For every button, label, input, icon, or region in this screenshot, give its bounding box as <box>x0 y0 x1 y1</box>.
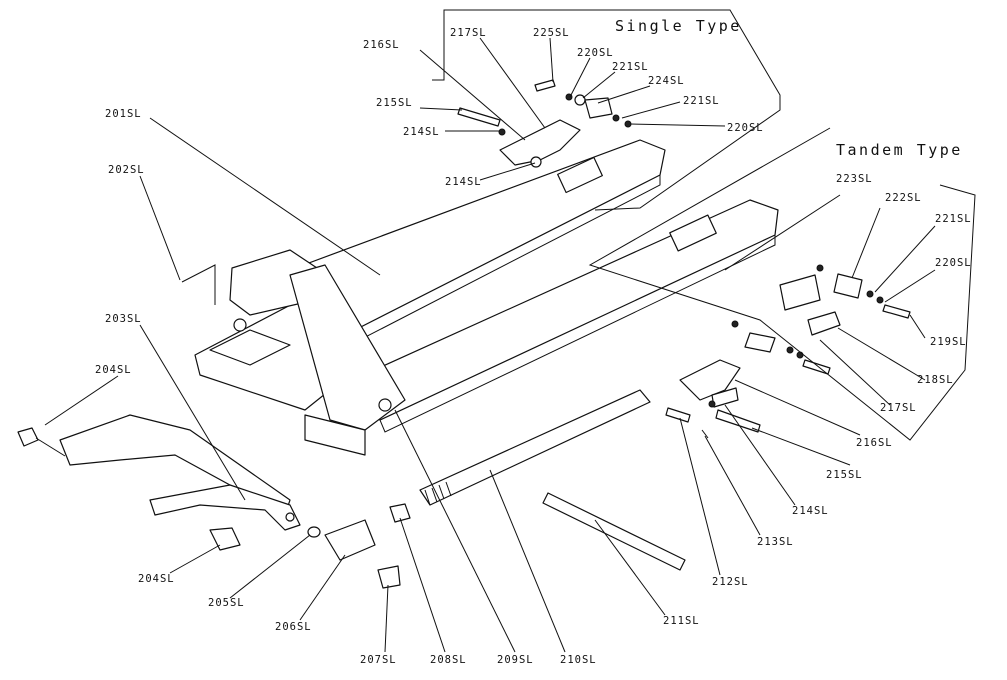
label-207sl: 207SL <box>360 654 397 666</box>
label-203sl: 203SL <box>105 313 142 325</box>
label-215sl-tandem: 215SL <box>826 469 863 481</box>
label-225sl: 225SL <box>533 27 570 39</box>
label-206sl: 206SL <box>275 621 312 633</box>
label-220sl-single-bottom: 220SL <box>727 122 764 134</box>
label-221sl-tandem: 221SL <box>935 213 972 225</box>
pallet-frame <box>194 139 779 456</box>
label-220sl-tandem: 220SL <box>935 257 972 269</box>
part-labels: 201SL 202SL 203SL 204SL 204SL 205SL 206S… <box>95 27 972 666</box>
label-204sl-lower: 204SL <box>138 573 175 585</box>
label-209sl: 209SL <box>497 654 534 666</box>
label-205sl: 205SL <box>208 597 245 609</box>
title-tandem-type: Tandem Type <box>836 141 963 159</box>
title-single-type: Single Type <box>615 17 742 35</box>
label-214sl-single-bottom: 214SL <box>445 176 482 188</box>
label-217sl-tandem: 217SL <box>880 402 917 414</box>
label-212sl: 212SL <box>712 576 749 588</box>
label-214sl-single-top: 214SL <box>403 126 440 138</box>
label-202sl: 202SL <box>108 164 145 176</box>
label-216sl-tandem: 216SL <box>856 437 893 449</box>
leader-lines <box>44 9 976 653</box>
label-217sl-single: 217SL <box>450 27 487 39</box>
label-221sl-single-bottom: 221SL <box>683 95 720 107</box>
label-221sl-single-top: 221SL <box>612 61 649 73</box>
label-215sl-single: 215SL <box>376 97 413 109</box>
label-213sl: 213SL <box>757 536 794 548</box>
label-218sl: 218SL <box>917 374 954 386</box>
label-224sl: 224SL <box>648 75 685 87</box>
label-220sl-single-top: 220SL <box>577 47 614 59</box>
label-222sl: 222SL <box>885 192 922 204</box>
label-223sl: 223SL <box>836 173 873 185</box>
label-211sl: 211SL <box>663 615 700 627</box>
label-208sl: 208SL <box>430 654 467 666</box>
pull-rod-assembly <box>17 389 691 589</box>
label-210sl: 210SL <box>560 654 597 666</box>
label-204sl-upper: 204SL <box>95 364 132 376</box>
label-214sl-tandem: 214SL <box>792 505 829 517</box>
label-201sl: 201SL <box>105 108 142 120</box>
label-216sl-single: 216SL <box>363 39 400 51</box>
label-219sl: 219SL <box>930 336 967 348</box>
